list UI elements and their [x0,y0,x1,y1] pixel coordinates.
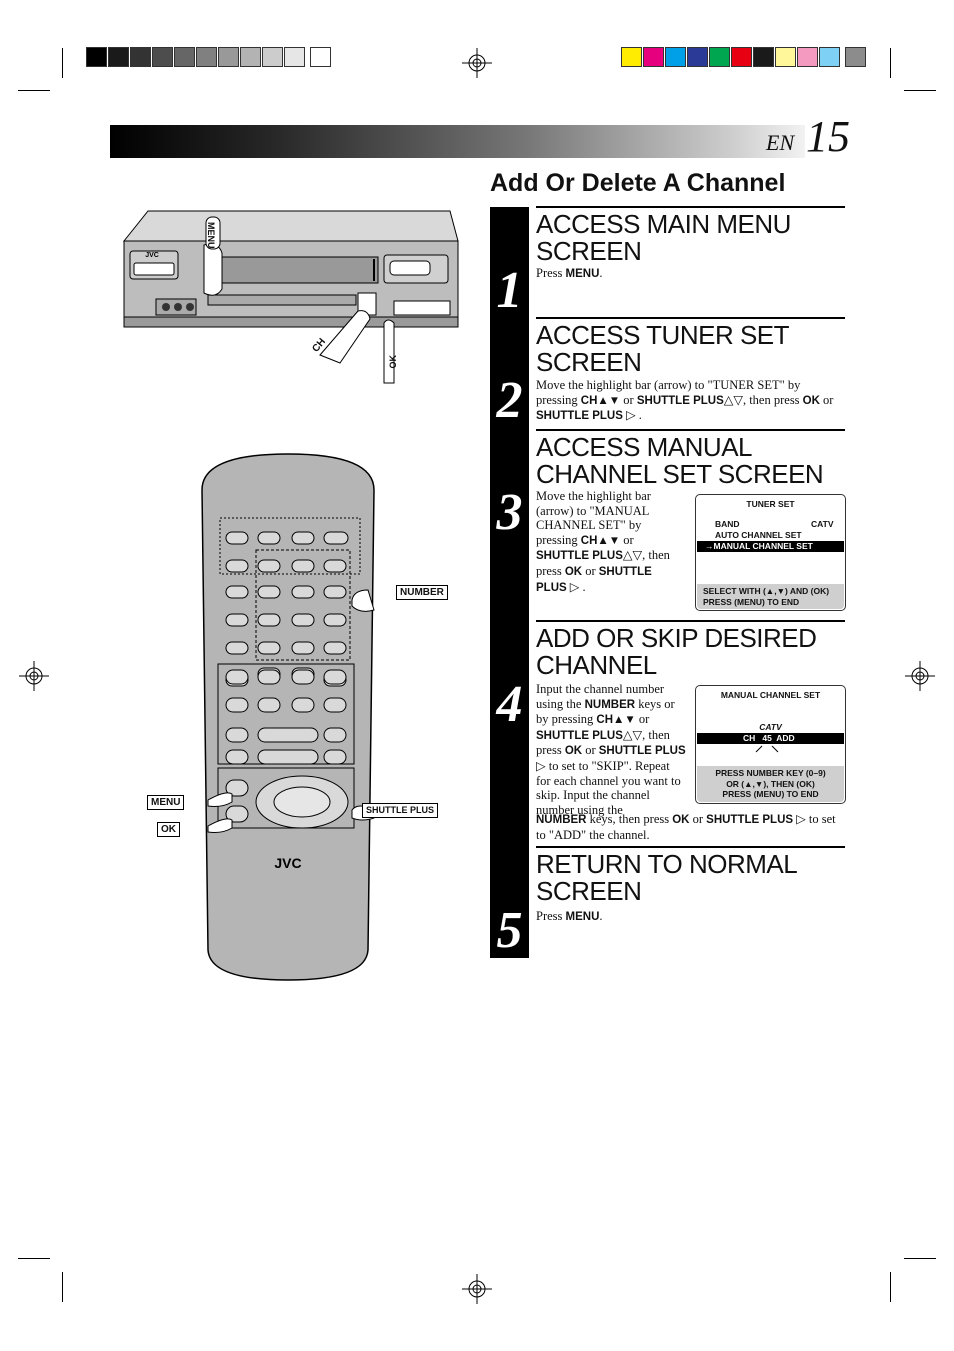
page-number: 15 [806,112,850,161]
vcr-ok-label: OK [388,355,398,369]
osd-tuner-footer: SELECT WITH (▲,▼) AND (OK)PRESS (MENU) T… [697,584,844,609]
registration-target-top [462,48,492,78]
step-5-body: Press MENU. [536,909,603,923]
osd-band-label: BAND [715,519,740,529]
osd-channel-line: CH 45 ADD [697,733,844,744]
vcr-menu-label: MENU [206,222,216,249]
step-number-bar: 1 2 3 4 5 [490,207,529,959]
step-number-4: 4 [496,676,523,733]
registration-target-left [19,661,49,691]
step-2-body: Move the highlight bar (arrow) to "TUNER… [536,378,834,423]
registration-target-bottom [462,1274,492,1304]
osd-manual-title: MANUAL CHANNEL SET [720,690,821,700]
osd-manual-band: CATV [759,722,782,732]
step-number-5: 5 [496,902,523,959]
step-number-2: 2 [496,372,523,429]
registration-target-right [905,661,935,691]
vcr-brand-label: JVC [145,252,159,259]
step-4-body-wrapped: Input the channel number using the NUMBE… [536,682,686,817]
step-number-1: 1 [496,262,523,319]
osd-manual-channel-set-screen: MANUAL CHANNEL SET CATV CH 45 ADD PRESS … [695,685,846,804]
header-band [110,125,805,158]
step-3-body: Move the highlight bar (arrow) to "MANUA… [536,489,670,594]
step-1-rule [536,206,845,208]
osd-auto-channel-set: AUTO CHANNEL SET [715,530,802,540]
remote-number-label: NUMBER [396,585,448,600]
page-language-code: EN [766,130,795,155]
section-title: Add Or Delete A Channel [490,169,786,197]
step-4-rule [536,620,845,622]
step-number-3: 3 [496,484,523,541]
osd-tuner-set-screen: TUNER SET BAND CATV AUTO CHANNEL SET →MA… [695,494,846,611]
step-3-rule [536,429,845,431]
osd-band-value: CATV [811,519,834,529]
osd-blink-icon [755,745,779,753]
step-1-body: Press MENU. [536,266,603,280]
step-2-rule [536,317,845,319]
osd-tuner-title: TUNER SET [746,499,795,509]
remote-menu-label: MENU [147,795,185,810]
remote-shuttle-plus-label: SHUTTLE PLUS [362,803,439,818]
remote-ok-label: OK [157,822,180,837]
remote-brand-label: JVC [274,855,301,871]
osd-manual-channel-set-highlight: →MANUAL CHANNEL SET [697,541,844,552]
step-5-rule [536,846,845,848]
vcr-illustration: JVC [122,210,459,384]
step-4-body-full: NUMBER keys, then press OK or SHUTTLE PL… [536,812,836,842]
remote-illustration: JVC [201,453,375,981]
osd-manual-footer: PRESS NUMBER KEY (0–9)OR (▲,▼), THEN (OK… [697,766,844,802]
